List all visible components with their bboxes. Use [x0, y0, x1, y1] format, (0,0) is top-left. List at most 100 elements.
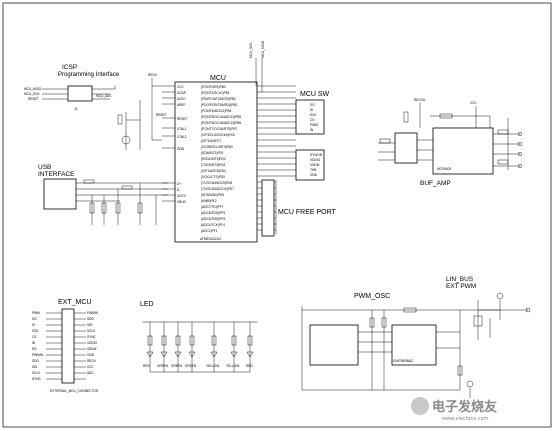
ext-mcu-pin: VDDM [87, 347, 97, 351]
mcu-left-pin: RESET [177, 117, 188, 121]
ext-mcu-pin: EN [32, 347, 37, 351]
usb-title: USB [38, 164, 51, 171]
buf-amp-title: BUF_AMP [420, 180, 451, 187]
mcu-right-pin: (ADC5/TMS)PF5 [201, 217, 225, 221]
amp-part-label: MCP6004 [437, 167, 451, 171]
buf-amp-chip-b [394, 132, 418, 164]
mcu-right-pin: (ICP1/A0)PC7 [201, 139, 221, 143]
mcu-sw-pin: SI [310, 108, 313, 112]
mcu-right-pin: (T0/OC4D/ADC10)PD7 [201, 187, 234, 191]
watermark-logo-icon [411, 397, 429, 415]
mcu-sw-header-b [295, 149, 325, 181]
usb-section: USB INTERFACE [38, 164, 168, 225]
ext-mcu-pin: REGV [87, 359, 97, 363]
led-color-label: YELLOW [226, 364, 239, 368]
ext-mcu-pin: SI [32, 323, 35, 327]
lin-bus-title: LIN_BUS [446, 276, 474, 283]
mcu-part-label: ATMEGA32U4 [200, 237, 221, 241]
mcu-sw-pin: THB [310, 168, 316, 172]
ext-mcu-pin: SCK [32, 329, 39, 333]
mcu-section: MCU ATMEGA32U4 VCC UCAP AVCC AREF RESET … [117, 40, 296, 243]
ext-mcu-pin: SDO [87, 317, 94, 321]
mcu-sw-pin: SO [310, 103, 315, 107]
mcu-sw-pin: GND [310, 173, 318, 177]
test-point [517, 131, 523, 137]
ext-mcu-pin: PWM [32, 311, 40, 315]
led-diodes [146, 351, 254, 358]
osc-part-label: ICM7555IBAZ [393, 359, 413, 363]
mcu-left-pin: UCAP [177, 91, 186, 95]
test-point [517, 141, 523, 147]
mcu-right-pin: (PDO/PCINT3/MISO)PB3 [201, 103, 238, 107]
free-port-header [261, 179, 275, 237]
mcu-right-pin: (ADC1)PF1 [201, 229, 218, 233]
mcu-left-pin: AREF [177, 103, 186, 107]
ext-mcu-pin: SYNC [32, 377, 42, 381]
mcu-right-pin: (PDI/PCINT2/MOSI)PB2 [201, 97, 236, 101]
ext-mcu-pin: IN [32, 341, 36, 345]
mcu-right-pin: (PCINT4/ADC11)PB4 [201, 109, 232, 113]
ext-mcu-section: EXT_MCU PWM SO SI SCK CS IN EN PWMIN SDO… [32, 299, 99, 393]
pwm-osc-title: PWM_OSC [354, 293, 390, 300]
pwm-osc-section: PWM_OSC ICM7555IBAZ [301, 293, 500, 391]
lin-test-point [496, 292, 504, 300]
icsp-title: ICSP [62, 64, 77, 71]
mcu-free-port-title: MCU FREE PORT [278, 209, 337, 216]
mcu-right-pin: (INT6/AIN0)PE6 [201, 193, 224, 197]
vcc-label: VCC [470, 101, 477, 105]
ext-mcu-pin: SYNC [87, 335, 97, 339]
ext-mcu-pin: CS [32, 335, 36, 339]
led-title: LED [140, 301, 154, 308]
mcu-left-pin: D- [177, 188, 180, 192]
reset-label: RESET [156, 113, 167, 117]
ext-mcu-pin: VCC [87, 365, 94, 369]
mcu-right-pin: (XCK1/CTS)PD5 [201, 175, 225, 179]
ext-mcu-pin: SDO [32, 359, 39, 363]
mcu-left-pin: XTAL2 [177, 135, 187, 139]
ext-mcu-connector-note: EXTERNAL_MCU_CONNECTOR [50, 389, 99, 393]
ext-mcu-pin: ADC [87, 371, 94, 375]
icsp-pin-label: RESET [28, 97, 39, 101]
usb-resistors [83, 179, 143, 214]
designator: J1 [74, 107, 78, 111]
mcu-right-pin: (PCINT6/OC1B/ADC13)PB6 [201, 121, 241, 125]
led-color-label: GREEN [171, 364, 183, 368]
mcu-sw-pin: SCK [310, 113, 317, 117]
mcu-sck-vertical: MCU_SCK [249, 42, 253, 58]
mcu-right-pin: (HWB)PE2 [201, 199, 217, 203]
mcu-chip [174, 81, 258, 243]
mcu-right-pin: (OC0B/SCL/INT0)PD0 [201, 145, 233, 149]
mcu-left-pin: D+ [177, 182, 181, 186]
ext-mcu-pin: PWMIN [87, 311, 99, 315]
mcu-right-pin: (ICP3/CLK0/OC4A)PC6 [201, 133, 235, 137]
mcu-sw-pin: VDDIO [310, 158, 321, 162]
ext-mcu-pin: VDDIO [87, 341, 98, 345]
ext-mcu-pin: SO [32, 317, 37, 321]
ext-mcu-pin: SCLK [87, 329, 96, 333]
ext-mcu-pin: PWMIN [32, 353, 44, 357]
programming-interface-title: Programming Interface [58, 72, 120, 78]
mcu-right-pin: (TXD1/INT3)PD3 [201, 163, 225, 167]
mcu-right-pin: (ADC4/TCK)PF4 [201, 223, 225, 227]
mcu-right-pin: (PCINT1/SCLK)PB1 [201, 91, 230, 95]
mcu-right-pin: (RXD1/INT2)PD2 [201, 157, 226, 161]
mcu-right-pin: (ICP1/ADC8)PD4 [201, 169, 226, 173]
mcu-left-pin: XTAL1 [177, 127, 187, 131]
mcu-free-port-section: MCU FREE PORT [261, 179, 337, 237]
led-color-label: YELLOW [206, 364, 219, 368]
led-color-label: GREEN [185, 364, 197, 368]
ext-mcu-pin: SCLK [32, 371, 41, 375]
watermark-url: www.elecfans.com [442, 416, 489, 422]
regv-label: REGV [148, 73, 158, 77]
mcu-left-pin: GND [177, 147, 185, 151]
mcu-left-pin: AVCC [177, 97, 186, 101]
mcu-sw-pin: SYNCIN [310, 153, 323, 157]
mcu-left-pin: VBUS [177, 200, 186, 204]
pwm-buffer-chip [391, 324, 437, 366]
lin-output-point [525, 307, 531, 313]
mcu-right-pin: (PCINT0/SS)PB0 [201, 85, 226, 89]
ext-mcu-title: EXT_MCU [58, 299, 91, 306]
crystal-symbol [121, 135, 131, 145]
